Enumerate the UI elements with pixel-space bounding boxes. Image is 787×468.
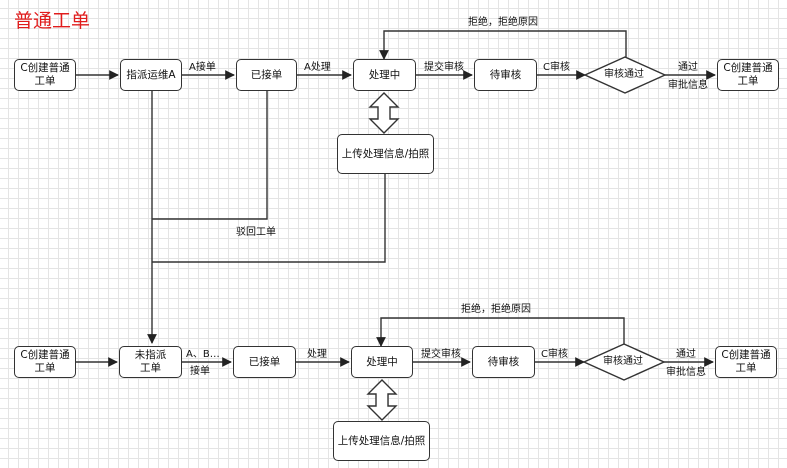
node2-unassigned[interactable]: 未指派工单 (119, 346, 182, 378)
edge-label-submit: 提交审核 (424, 62, 464, 73)
node2-end-ticket[interactable]: C创建普通工单 (715, 346, 777, 378)
edge2-label-ab: A、B… (186, 349, 220, 360)
node-end-ticket-label: C创建普通工单 (723, 62, 773, 87)
node2-unassigned-label: 未指派工单 (134, 349, 167, 374)
node-processing-label: 处理中 (368, 68, 401, 81)
edge2-label-pass-info: 审批信息 (666, 367, 706, 378)
double-arrow-1 (368, 92, 400, 134)
edge-label-a-accept: A接单 (189, 62, 216, 73)
decision-review-pass-2 (582, 343, 666, 381)
node-accepted[interactable]: 已接单 (236, 59, 297, 91)
node-processing[interactable]: 处理中 (353, 59, 416, 91)
edge-label-a-process: A处理 (304, 62, 331, 73)
node-end-ticket[interactable]: C创建普通工单 (717, 59, 779, 91)
node2-pending-review[interactable]: 待审核 (472, 346, 535, 378)
edge2-label-submit: 提交审核 (421, 349, 461, 360)
node2-end-ticket-label: C创建普通工单 (721, 349, 771, 374)
double-arrow-2 (366, 379, 398, 421)
node2-accepted-label: 已接单 (248, 355, 281, 368)
edge2-reject-loop (376, 317, 625, 347)
edge2-label-accept: 接单 (190, 366, 210, 377)
node2-pending-review-label: 待审核 (487, 355, 520, 368)
edge-label-pass-info: 审批信息 (668, 80, 708, 91)
edge-return-upload (152, 174, 386, 263)
node2-create-ticket-label: C创建普通工单 (20, 349, 70, 374)
node2-processing-label: 处理中 (366, 355, 398, 368)
edge2-label-reject: 拒绝，拒绝原因 (461, 304, 531, 315)
node-pending-review-label: 待审核 (489, 68, 522, 81)
node-upload-info[interactable]: 上传处理信息/拍照 (337, 134, 434, 174)
edge-label-reject: 拒绝，拒绝原因 (468, 17, 538, 28)
node-upload-info-label: 上传处理信息/拍照 (341, 147, 430, 160)
decision2-review-pass-label: 审核通过 (603, 356, 643, 367)
node2-upload-info[interactable]: 上传处理信息/拍照 (333, 421, 430, 461)
edge2-label-pass: 通过 (676, 349, 696, 360)
node-create-ticket-label: C创建普通工单 (20, 62, 70, 87)
node2-create-ticket[interactable]: C创建普通工单 (14, 346, 76, 378)
node-assign-ops-a[interactable]: 指派运维A (120, 59, 182, 91)
node2-accepted[interactable]: 已接单 (233, 346, 296, 378)
node-assign-ops-a-label: 指派运维A (126, 68, 176, 81)
edge-return-accepted (152, 91, 268, 220)
decision-review-pass-label: 审核通过 (604, 69, 644, 80)
node-accepted-label: 已接单 (250, 68, 283, 81)
node2-upload-info-label: 上传处理信息/拍照 (337, 434, 426, 447)
edge2-label-c-review: C审核 (541, 349, 568, 360)
node-create-ticket[interactable]: C创建普通工单 (14, 59, 76, 91)
page-title: 普通工单 (14, 10, 91, 32)
edge2-label-process: 处理 (307, 349, 327, 360)
decision-review-pass-1 (583, 56, 667, 94)
edge-reject-loop (379, 30, 627, 60)
node-pending-review[interactable]: 待审核 (474, 59, 537, 91)
node2-processing[interactable]: 处理中 (351, 346, 413, 378)
edge-label-return: 驳回工单 (236, 227, 276, 238)
edge-label-c-review: C审核 (543, 62, 570, 73)
edge-label-pass: 通过 (678, 62, 698, 73)
